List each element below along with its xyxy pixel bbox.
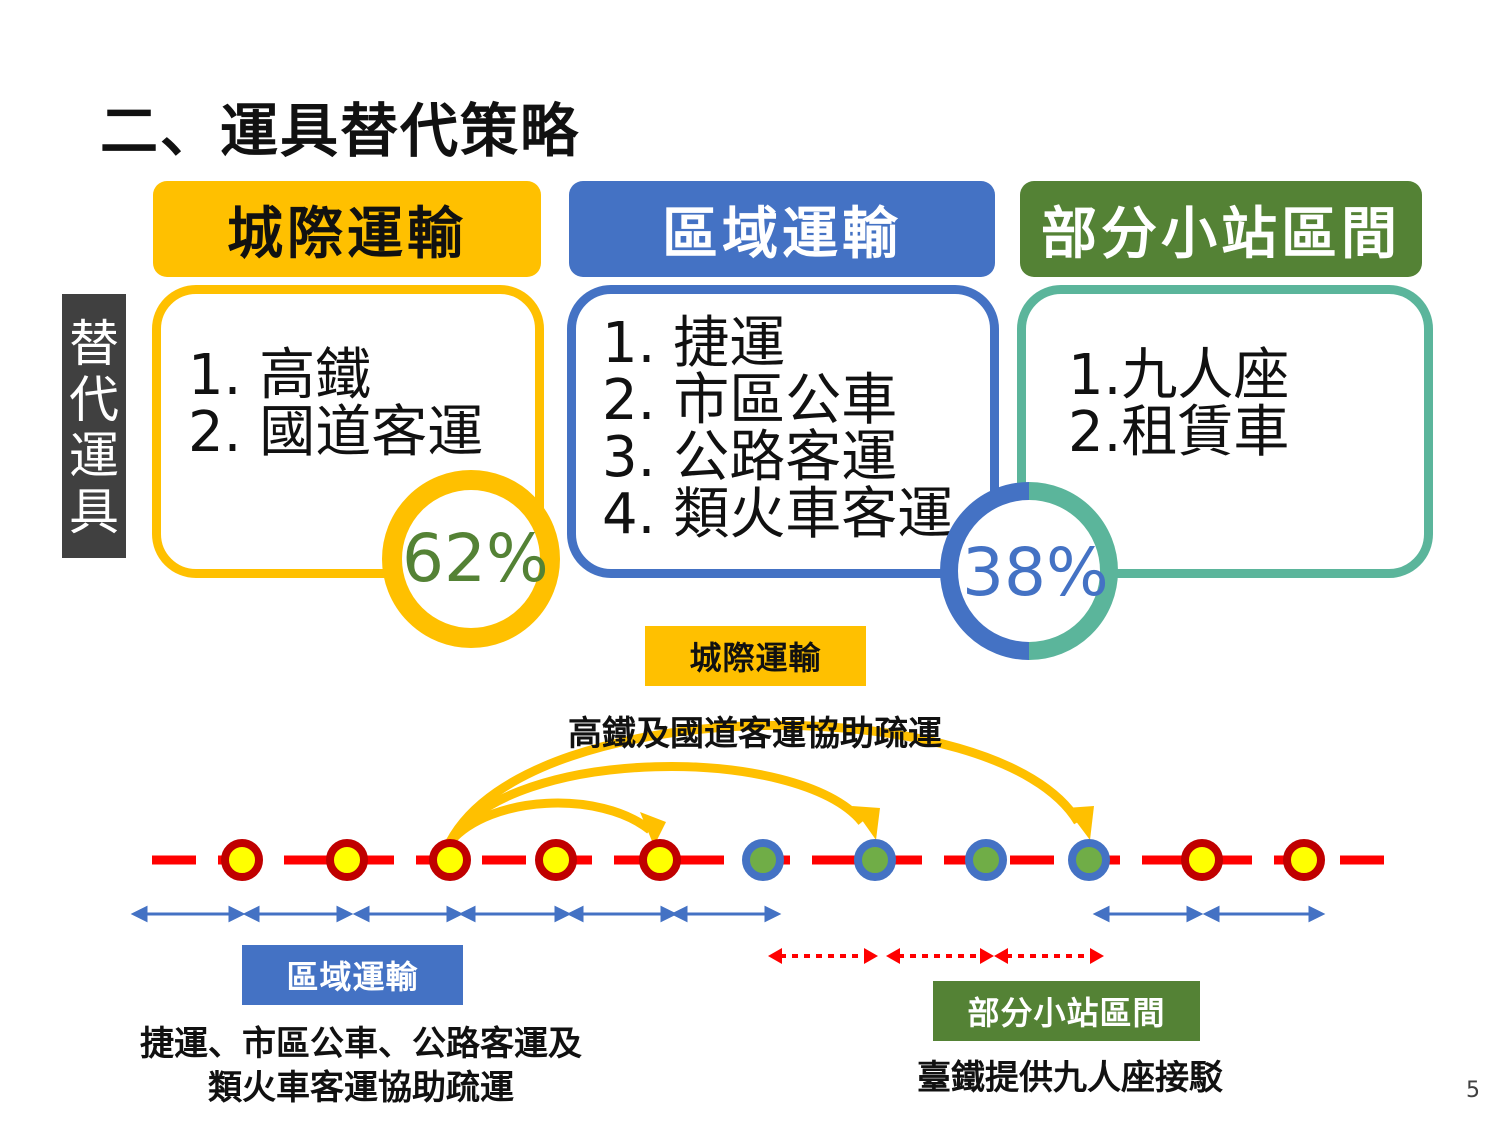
share-percent-intercity: 62% [402, 520, 549, 597]
arc-to-station-9 [446, 720, 1082, 845]
station-major [326, 839, 368, 881]
station-major [1181, 839, 1223, 881]
arrowhead-station-5 [640, 812, 666, 846]
list-item: 2. 國道客運 [188, 400, 484, 465]
page-title: 二、運具替代策略 [100, 97, 581, 165]
side-label-char: 具 [69, 483, 119, 541]
arrowhead-station-9 [1066, 806, 1094, 840]
box-small-station [1017, 285, 1433, 578]
list-item: 2.租賃車 [1068, 400, 1290, 465]
page-number: 5 [1466, 1078, 1480, 1103]
share-ring-intercity [382, 470, 560, 648]
list-item: 1. 高鐵 [188, 343, 372, 408]
box-regional [567, 285, 999, 578]
side-label-char: 代 [69, 371, 119, 429]
station-small [854, 839, 896, 881]
caption-regional-line2: 類火車客運協助疏運 [208, 1068, 514, 1108]
arc-to-station-7 [446, 762, 866, 845]
station-small [965, 839, 1007, 881]
station-small [1068, 839, 1110, 881]
list-item: 1. 捷運 [602, 311, 786, 376]
side-label-char: 替 [69, 315, 119, 373]
side-label: 替 代 運 具 [62, 294, 126, 558]
list-item: 4. 類火車客運 [602, 482, 954, 547]
station-major [639, 839, 681, 881]
label-small-station: 部分小站區間 [933, 981, 1200, 1041]
station-major [535, 839, 577, 881]
caption-small-station: 臺鐵提供九人座接駁 [917, 1058, 1223, 1098]
header-regional: 區域運輸 [569, 181, 995, 277]
header-intercity: 城際運輸 [153, 181, 541, 277]
station-major [221, 839, 263, 881]
header-small-station: 部分小站區間 [1020, 181, 1422, 277]
ring-half-small-station [1028, 482, 1118, 660]
station-major [429, 839, 471, 881]
list-item: 1.九人座 [1068, 343, 1290, 408]
ring-background [949, 491, 1109, 651]
station-small [742, 839, 784, 881]
box-intercity [152, 285, 544, 578]
label-regional: 區域運輸 [242, 945, 463, 1005]
rail-diagram [130, 720, 1405, 964]
share-percent-other: 38% [962, 534, 1109, 611]
list-regional: 1. 捷運 2. 市區公車 3. 公路客運 4. 類火車客運 [602, 315, 953, 543]
list-small-station: 1.九人座 2.租賃車 [1068, 347, 1289, 461]
list-intercity: 1. 高鐵 2. 國道客運 [188, 347, 483, 461]
list-item: 3. 公路客運 [602, 425, 898, 490]
share-ring-other [940, 482, 1118, 660]
caption-regional-line1: 捷運、市區公車、公路客運及 [140, 1024, 582, 1064]
ring-half-regional [940, 482, 1030, 660]
caption-intercity: 高鐵及國道客運協助疏運 [568, 714, 942, 754]
arrowhead-station-7 [852, 806, 880, 840]
small-station-shuttle-arrows [768, 948, 1104, 964]
regional-segment-arrows [130, 905, 1326, 923]
station-major [1283, 839, 1325, 881]
ring-intercity [382, 470, 560, 648]
list-item: 2. 市區公車 [602, 368, 898, 433]
label-intercity: 城際運輸 [645, 626, 866, 686]
side-label-char: 運 [69, 427, 119, 485]
